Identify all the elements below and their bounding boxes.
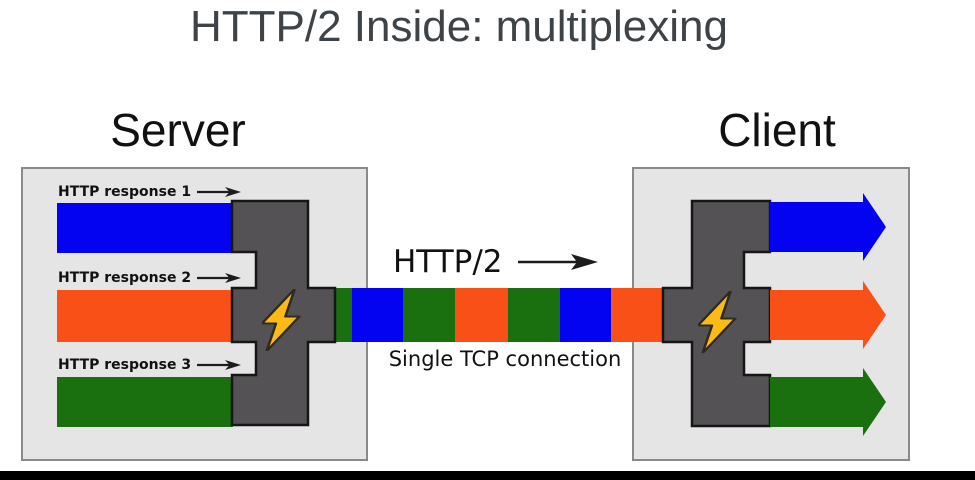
http-response-1-label: HTTP response 1 [58,184,192,200]
client-arrow-2 [770,281,886,349]
http-response-3-label: HTTP response 3 [58,357,192,373]
response-bar-1 [57,203,233,253]
http2-protocol-label-row: HTTP/2 [393,244,601,280]
pipe-stripe-blue [352,288,403,342]
tcp-pipe [333,288,663,342]
arrow-right-icon [197,187,242,197]
pipe-stripe-green [333,288,352,342]
response-bar-3 [57,377,233,427]
pipe-stripe-green [403,288,455,342]
arrow-right-icon [197,273,242,283]
arrow-right-icon [517,254,598,270]
tcp-connection-caption: Single TCP connection [388,347,622,371]
http-response-2-label: HTTP response 2 [58,270,192,286]
pipe-stripe-orange [611,288,663,342]
http-response-1-row: HTTP response 1 [58,184,242,200]
client-heading: Client [718,104,836,156]
client-arrow-1 [770,193,886,261]
page-title: HTTP/2 Inside: multiplexing [190,2,728,51]
pipe-stripe-green [508,288,560,342]
bottom-border-bar [0,471,975,480]
pipe-stripe-blue [560,288,611,342]
http-response-3-row: HTTP response 3 [58,357,242,373]
pipe-stripe-orange [455,288,508,342]
lightning-bolt-icon [262,289,301,351]
http-response-2-row: HTTP response 2 [58,270,242,286]
arrow-right-icon [197,360,242,370]
server-heading: Server [110,104,246,156]
http2-protocol-label: HTTP/2 [393,244,503,280]
lightning-bolt-icon [698,291,737,353]
response-bar-2 [57,290,233,342]
client-arrow-3 [770,368,886,436]
